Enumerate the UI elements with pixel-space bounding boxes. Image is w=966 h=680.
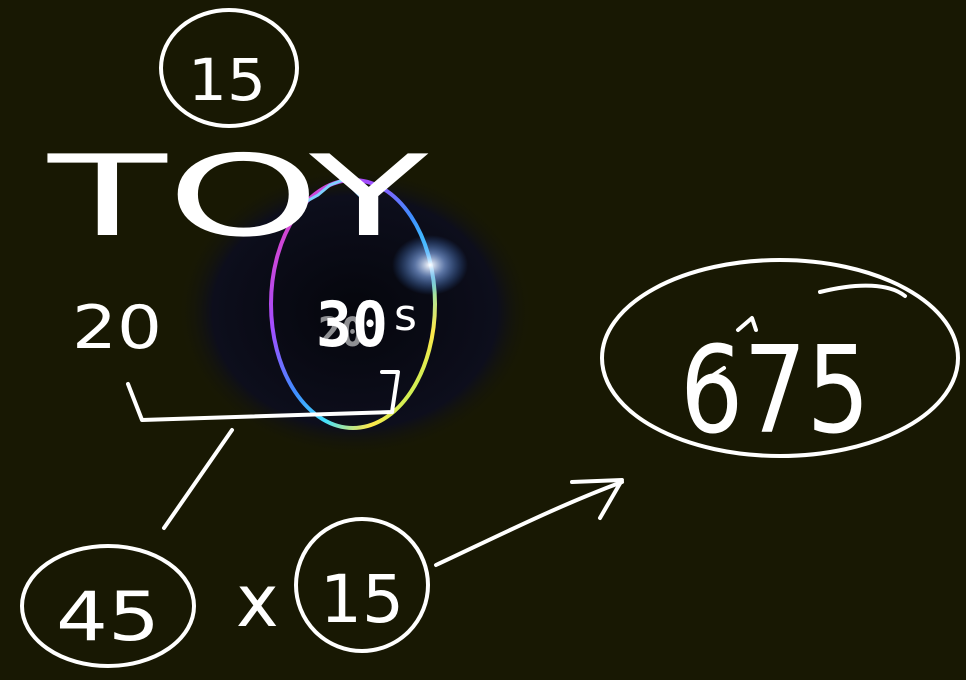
bottom-left-circle-annotation: 45	[20, 544, 196, 668]
bottom-right-circle-text: 15	[320, 561, 404, 638]
result-circle-tail	[818, 283, 907, 298]
top-circle	[159, 8, 299, 128]
connector-line	[162, 428, 234, 530]
multiply-sign: x	[236, 559, 279, 643]
timer-spike	[299, 178, 362, 207]
result-circle	[600, 258, 960, 458]
result-arrow	[434, 478, 624, 567]
top-circle-annotation: 15	[159, 8, 299, 128]
left-number-text: 20	[72, 293, 162, 363]
timer-flare	[392, 235, 468, 295]
timer-overlay-number: 20	[318, 310, 364, 356]
bracket-stroke	[126, 370, 400, 422]
arrow-shaft	[434, 480, 624, 567]
timer-suffix: s	[394, 290, 417, 341]
timer-display: 30	[316, 288, 388, 361]
result-circle-annotation: 675	[600, 258, 960, 461]
arrow-head	[570, 478, 624, 520]
bottom-right-circle	[294, 517, 430, 653]
bottom-right-circle-annotation: 15	[294, 517, 430, 653]
top-circle-text: 15	[188, 46, 266, 114]
toy-word: TOY	[46, 132, 429, 262]
result-circle-text: 675	[680, 322, 870, 461]
timer-graphic: 30 20 s	[177, 167, 533, 457]
timer-ring	[269, 178, 437, 430]
bottom-left-circle	[20, 544, 196, 668]
result-tick-mark	[704, 316, 758, 382]
bottom-left-circle-text: 45	[56, 578, 160, 657]
